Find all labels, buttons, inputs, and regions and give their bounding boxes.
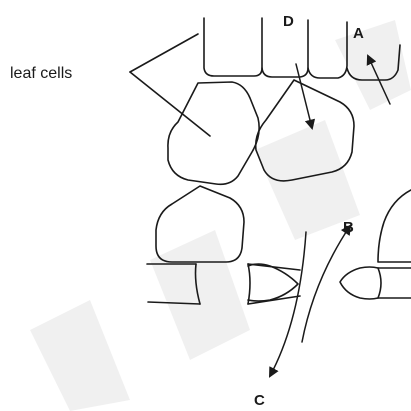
leaf-cell-partial-right: [378, 190, 411, 262]
leaf-cells-label: leaf cells: [10, 65, 72, 82]
label-a: A: [353, 25, 364, 42]
pointer-line-2: [130, 72, 210, 136]
arrow-c: [270, 232, 306, 376]
label-d: D: [283, 13, 294, 30]
guard-cell-right: [340, 267, 411, 299]
leaf-cells-pointers: [130, 34, 210, 136]
epidermis-cell-1: [204, 18, 262, 76]
label-c: C: [254, 392, 265, 409]
arrow-b: [302, 226, 350, 342]
lower-cell-2: [248, 264, 250, 304]
label-b: B: [343, 219, 354, 236]
guard-cell-right-divider: [378, 268, 381, 298]
pointer-line-1: [130, 34, 198, 72]
leaf-cell-left: [168, 82, 259, 184]
